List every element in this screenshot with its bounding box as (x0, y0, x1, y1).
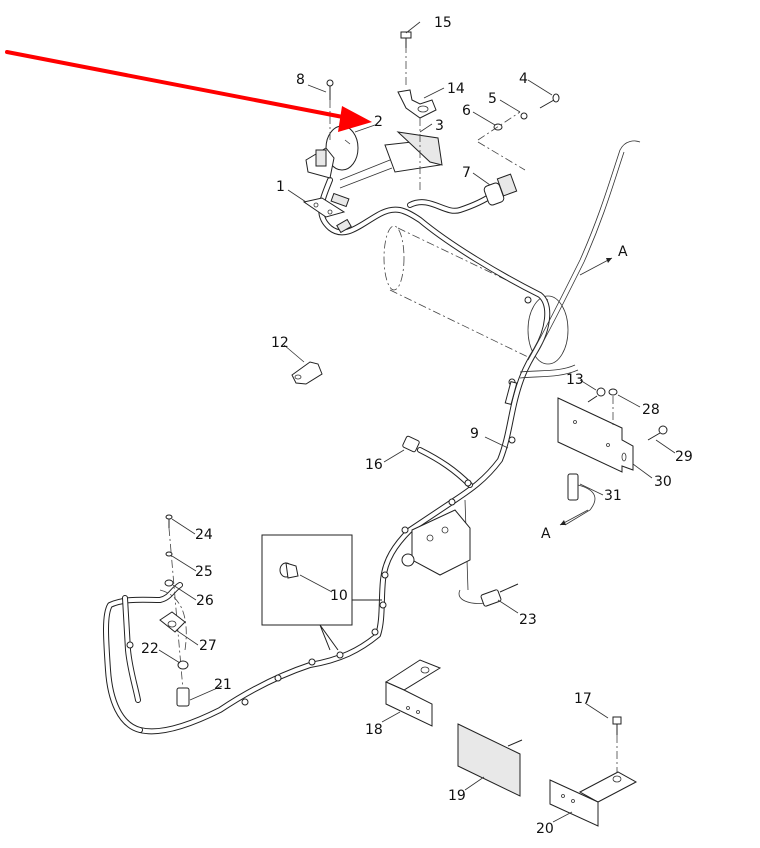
callout-7: 7 (462, 165, 471, 181)
part-15-bolt (400, 31, 412, 48)
callout-31: 31 (604, 488, 622, 504)
callout-8: 8 (296, 72, 305, 88)
ref-a-arrowhead (560, 520, 566, 525)
callout-9: 9 (470, 426, 479, 442)
callout-14: 14 (447, 81, 465, 97)
part-23-switch (480, 583, 519, 607)
part-13-bolt (587, 387, 606, 403)
air-tank (383, 225, 569, 365)
callout-28: 28 (642, 402, 660, 418)
callout-23: 23 (519, 612, 537, 628)
callout-15: 15 (434, 15, 452, 31)
callout-22: 22 (141, 641, 159, 657)
callout-24: 24 (195, 527, 213, 543)
leader-lines (158, 21, 676, 823)
part-14-bracket (397, 45, 437, 190)
part-29-bolt (647, 425, 668, 441)
callout-1: 1 (276, 179, 285, 195)
red-arrowhead (338, 106, 372, 132)
part-20-bracket (549, 771, 638, 827)
callout-30: 30 (654, 474, 672, 490)
red-highlight-arrow (5, 50, 372, 132)
callout-6: 6 (462, 103, 471, 119)
callout-21: 21 (214, 677, 232, 693)
ref-a-arrowhead (606, 258, 612, 263)
callout-10: 10 (330, 588, 348, 604)
part-8-screw (326, 79, 334, 140)
callout-29: 29 (675, 449, 693, 465)
callout-19: 19 (448, 788, 466, 804)
callout-3: 3 (435, 118, 444, 134)
part-3-connector (339, 131, 443, 189)
part-31-sensor (564, 473, 596, 526)
part-7-sensor (483, 173, 518, 206)
part-19-plate (457, 723, 523, 797)
callout-4: 4 (519, 71, 528, 87)
callout-20: 20 (536, 821, 554, 837)
part-17-bolt (612, 716, 622, 772)
callout-2: 2 (374, 114, 383, 130)
callout-25: 25 (195, 564, 213, 580)
part-30-plate (557, 397, 634, 473)
callout-ref-a-bottom: A (541, 526, 551, 542)
callout-labels: 8 2 3 1 14 15 4 5 6 7 A 12 13 28 29 30 3… (141, 15, 693, 837)
part-18-bracket (384, 659, 442, 727)
valve-block (401, 509, 471, 576)
part-28-washer (608, 388, 618, 428)
callout-17: 17 (574, 691, 592, 707)
part-1-bracket (302, 192, 352, 234)
callout-13: 13 (566, 372, 584, 388)
callout-18: 18 (365, 722, 383, 738)
part-16-sensor (402, 435, 420, 453)
parts-4-5-6-fasteners (477, 93, 560, 171)
callout-5: 5 (488, 91, 497, 107)
detail-inset-box (261, 534, 382, 651)
callout-16: 16 (365, 457, 383, 473)
callout-27: 27 (199, 638, 217, 654)
callout-12: 12 (271, 335, 289, 351)
wiring-harness (103, 140, 641, 735)
callout-26: 26 (196, 593, 214, 609)
part-12-clamp (291, 361, 323, 385)
callout-ref-a-top: A (618, 244, 628, 260)
parts-21-27-stack (159, 514, 190, 707)
part-2-lamp (305, 125, 359, 179)
